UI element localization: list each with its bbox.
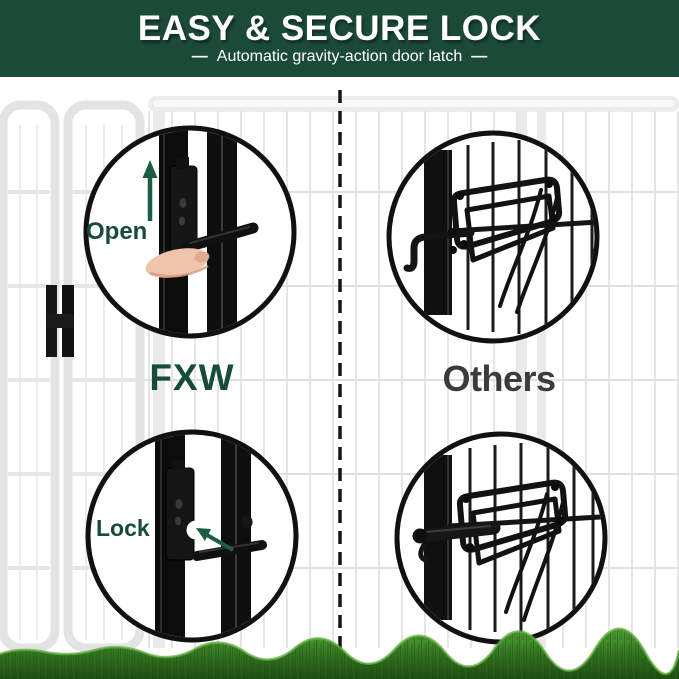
latch-bolts	[462, 483, 564, 551]
subheadline: — Automatic gravity-action door latch —	[183, 48, 496, 66]
hinge-icon	[46, 285, 74, 357]
fence-post	[518, 111, 527, 648]
subheadline-text: Automatic gravity-action door latch	[216, 48, 463, 66]
latch-bracket	[165, 460, 206, 561]
dash-decoration: —	[471, 48, 488, 66]
arrow-up-left-icon	[196, 528, 234, 552]
fence-wires	[468, 443, 595, 634]
latch-bolts	[448, 180, 558, 254]
gate-panel	[0, 100, 60, 653]
fxw-open-callout	[83, 125, 297, 339]
fxw-brand-label: FXW	[149, 357, 235, 398]
latch-hook	[403, 229, 475, 272]
finger-icon	[145, 248, 210, 278]
others-top-callout	[386, 130, 600, 344]
fence-horizontal-rails	[112, 191, 679, 569]
header-banner: EASY & SECURE LOCK — Automatic gravity-a…	[0, 0, 679, 77]
latch-bracket	[169, 157, 198, 263]
lawn-grass	[0, 627, 679, 679]
latch-bolt	[412, 521, 501, 563]
fxw-lock-callout	[85, 429, 299, 643]
dash-decoration: —	[191, 48, 208, 66]
others-label: Others	[442, 358, 556, 399]
wire-latch	[456, 479, 569, 622]
latch-handle	[181, 222, 259, 253]
wire-latch	[450, 176, 563, 314]
pivot-knob	[241, 515, 253, 529]
fence-post	[537, 111, 546, 648]
open-label: Open	[86, 218, 148, 245]
arrow-up-icon	[142, 160, 158, 221]
others-bottom-callout	[394, 431, 608, 645]
headline: EASY & SECURE LOCK	[137, 8, 542, 48]
lock-label: Lock	[96, 515, 150, 541]
